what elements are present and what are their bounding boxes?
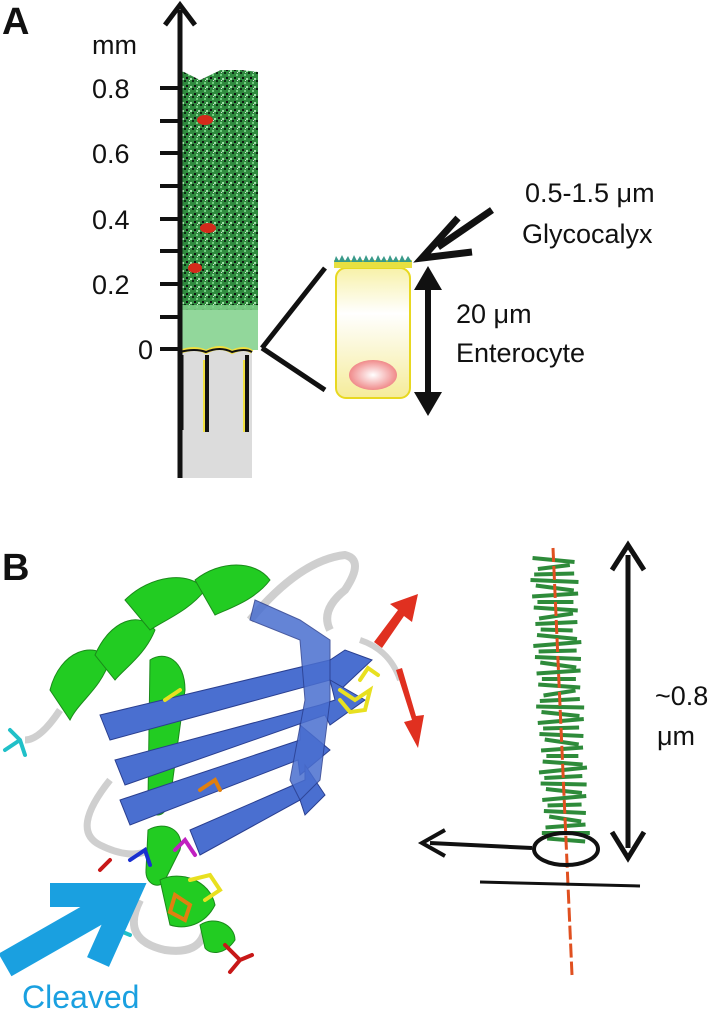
bacteria-dot-1 <box>197 115 213 125</box>
monomer-pointer-arrow <box>417 828 533 858</box>
cleaved-label: Cleaved <box>22 979 139 1012</box>
tick-label-0-2: 0.2 <box>92 270 130 300</box>
glycocalyx-thickness: 0.5-1.5 μm <box>525 178 655 208</box>
glycan-strand <box>530 578 579 584</box>
enterocyte-label: Enterocyte <box>456 338 585 368</box>
glycocalyx-label: Glycocalyx <box>522 219 653 249</box>
glycan-strand <box>544 737 580 747</box>
cleaved-arrow <box>0 883 147 977</box>
glycan-strand <box>536 633 578 641</box>
tick-label-0-4: 0.4 <box>92 205 130 235</box>
enterocyte-height-arrow <box>414 266 442 416</box>
tick-label-0-6: 0.6 <box>92 139 130 169</box>
glycan-strand <box>536 704 585 710</box>
fiber-length-unit: μm <box>657 721 695 751</box>
fiber-length-value: ~0.8 <box>655 681 708 711</box>
fiber-length-arrow <box>609 540 647 863</box>
zoom-lines <box>260 266 327 393</box>
epithelium-block <box>179 346 254 478</box>
panel-b-letter: B <box>2 547 29 589</box>
glycan-strand <box>542 794 587 802</box>
fiber-base-line <box>479 880 641 888</box>
bacteria-dot-3 <box>188 263 202 273</box>
bacteria-dot-2 <box>200 223 216 233</box>
motion-arrows <box>374 594 424 748</box>
glycan-strand <box>536 668 581 676</box>
glycocalyx-layer <box>334 255 412 268</box>
enterocyte-height-label: 20 μm <box>456 299 532 329</box>
depth-axis <box>160 0 197 478</box>
glycan-strand <box>542 759 583 767</box>
glycocalyx-pointer-arrow <box>413 207 494 263</box>
panel-a-letter: A <box>2 1 29 43</box>
enterocyte-cell <box>335 267 411 399</box>
protein-ribbon <box>3 550 403 974</box>
tick-label-0-8: 0.8 <box>92 74 130 104</box>
nucleus <box>349 360 397 390</box>
mucus-layer <box>180 60 258 350</box>
tick-label-0: 0 <box>138 335 153 365</box>
fiber-monomer-circle <box>532 831 600 867</box>
axis-unit-label: mm <box>92 30 137 60</box>
glycan-strand <box>538 611 574 621</box>
